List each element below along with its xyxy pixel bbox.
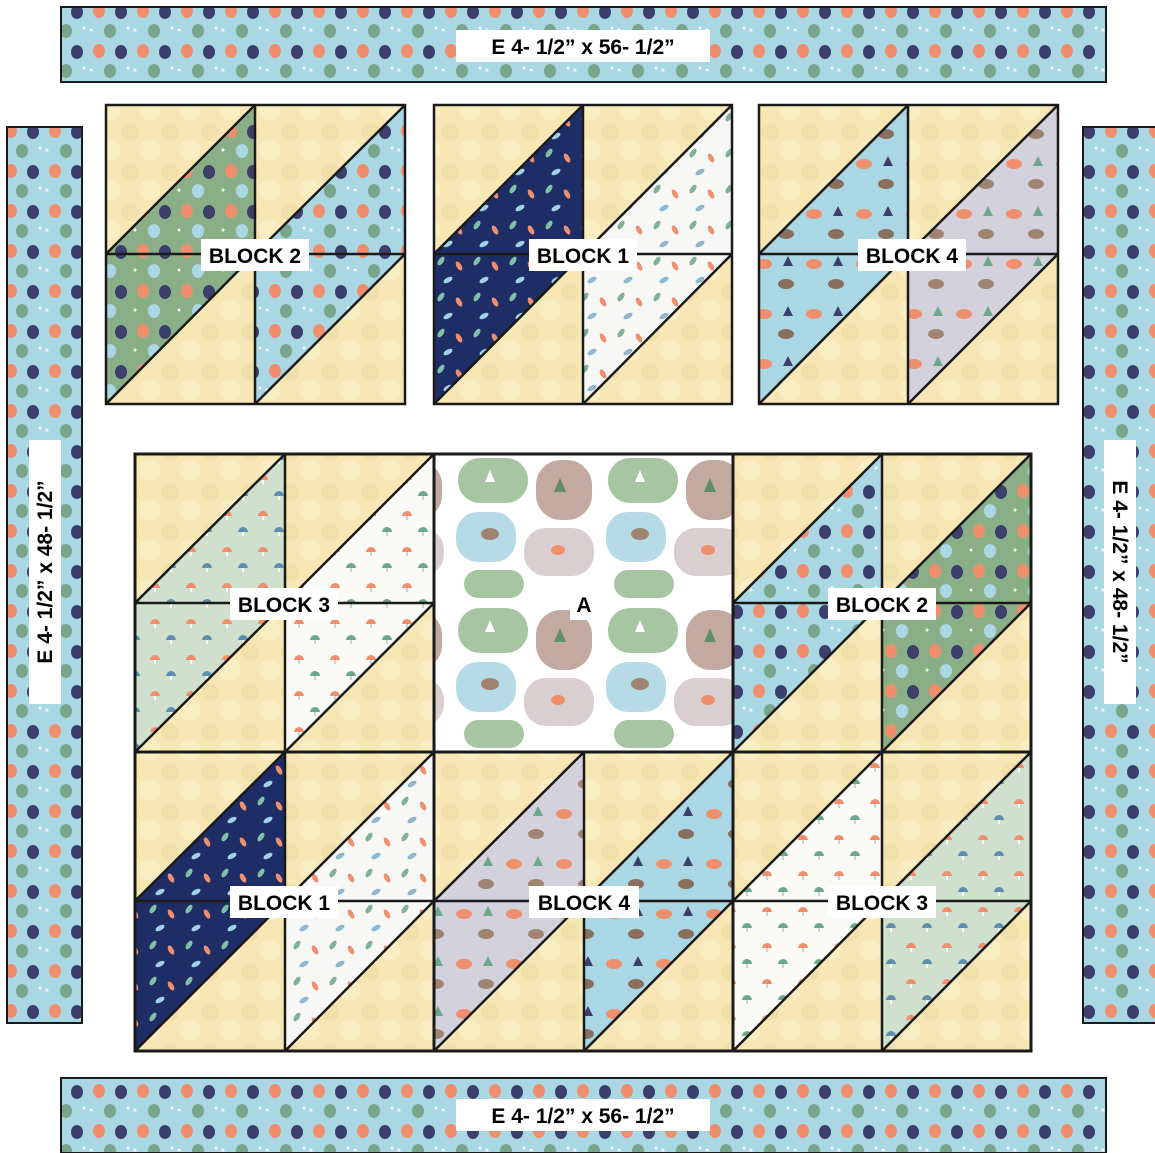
panel-a-label: A — [576, 594, 591, 617]
top-border: E 4- 1/2” x 56- 1/2” — [61, 7, 1106, 82]
block-center-right: BLOCK 2 — [733, 454, 1031, 752]
block-bottom-middle: BLOCK 4 — [434, 752, 733, 1051]
block-center-left-label: BLOCK 3 — [238, 594, 330, 617]
block-bottom-right-label: BLOCK 3 — [836, 892, 928, 915]
block-top-middle: BLOCK 1 — [434, 105, 732, 404]
block-top-middle-label: BLOCK 1 — [537, 245, 629, 268]
block-top-right: BLOCK 4 — [759, 105, 1058, 404]
block-bottom-middle-label: BLOCK 4 — [538, 892, 630, 915]
block-top-right-label: BLOCK 4 — [866, 245, 958, 268]
panel-a: A — [434, 454, 733, 752]
top-border-label: E 4- 1/2” x 56- 1/2” — [491, 36, 674, 59]
block-center-right-label: BLOCK 2 — [836, 594, 928, 617]
left-border-label: E 4- 1/2” x 48- 1/2” — [34, 480, 57, 663]
left-border: E 4- 1/2” x 48- 1/2” — [7, 127, 82, 1023]
block-center-left: BLOCK 3 — [135, 454, 434, 752]
bottom-border-label: E 4- 1/2” x 56- 1/2” — [491, 1105, 674, 1128]
block-bottom-left: BLOCK 1 — [135, 752, 434, 1051]
right-border: E 4- 1/2” x 48- 1/2” — [1083, 127, 1155, 1023]
bottom-border: E 4- 1/2” x 56- 1/2” — [61, 1078, 1106, 1153]
block-bottom-right: BLOCK 3 — [733, 752, 1031, 1051]
block-bottom-left-label: BLOCK 1 — [238, 892, 330, 915]
block-top-left: BLOCK 2 — [106, 105, 405, 404]
right-border-label: E 4- 1/2” x 48- 1/2” — [1108, 480, 1131, 663]
block-top-left-label: BLOCK 2 — [209, 245, 301, 268]
